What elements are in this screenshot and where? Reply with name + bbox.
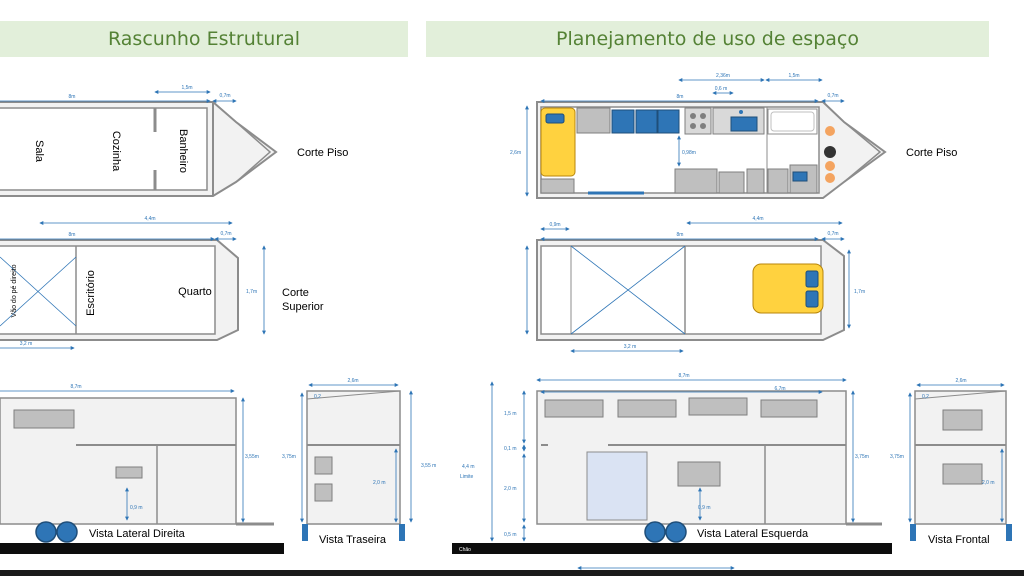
dim-2-0m-rear: 2,0 m: [373, 480, 386, 486]
room-quarto: Quarto: [178, 286, 212, 298]
room-sala: Sala: [33, 140, 45, 163]
dim-6-7m-right-side: 6,7m: [774, 386, 785, 392]
dim-4-4m-limit: 4,4 m: [462, 464, 475, 470]
right-left-side-view: Chão Vista Lateral Esquerda 8,7m 6,7m 3,…: [452, 373, 892, 570]
dim-8m-right-floor: 8m: [677, 94, 684, 100]
dim-0-7m-left-floor: 0,7m: [219, 93, 230, 99]
label-limite: Limite: [460, 474, 474, 480]
dim-0-6m-right-floor: 0,6 m: [715, 86, 728, 92]
dim-3-2m-left-upper: 3,2 m: [20, 341, 33, 347]
panel-title-space-planning-text: Planejamento de uso de espaço: [556, 28, 859, 50]
dim-3-55m-rear: 3,55 m: [421, 463, 436, 469]
dim-8-7m-left-side: 8,7m: [70, 384, 81, 390]
panel-title-structural-text: Rascunho Estrutural: [108, 28, 300, 50]
label-corte-piso-left: Corte Piso: [297, 147, 348, 159]
dim-1-5m-right-side: 1,5 m: [504, 411, 517, 417]
dim-0-7m-right-floor: 0,7m: [827, 93, 838, 99]
dim-2-36m-right-floor: 2,36m: [716, 73, 730, 79]
dim-4-4m-right-upper: 4,4m: [752, 216, 763, 222]
dim-0-7m-right-upper: 0,7m: [827, 231, 838, 237]
left-rear-view: Vista Traseira 2,6m 0,2 3,75m 2,0 m 3,55…: [282, 378, 436, 546]
dim-8-7m-right-side: 8,7m: [678, 373, 689, 379]
dim-2-6m-front: 2,6m: [955, 378, 966, 384]
left-upper-section: Vão do pé direito Escritório Quarto 8m 4…: [0, 216, 324, 350]
dim-3-55m-left-side: 3,55m: [245, 454, 259, 460]
room-banheiro: Banheiro: [177, 129, 189, 173]
bottom-bar: [0, 570, 1024, 576]
dim-0-5m-right-side: 0,5 m: [504, 532, 517, 538]
dim-0-1m-right-side: 0,1 m: [504, 446, 517, 452]
dim-0-2-front: 0,2: [922, 394, 929, 400]
dim-8m-left-floor: 8m: [69, 94, 76, 100]
label-corte-left: Corte: [282, 287, 309, 299]
label-chao: Chão: [459, 547, 471, 553]
dim-3-75m-rear: 3,75m: [282, 454, 296, 460]
right-floor-section: 8m 2,36m 1,5m 0,6 m 0,7m 2,6m 0,98m Cort…: [510, 73, 957, 199]
dim-3-2m-right-upper: 3,2 m: [624, 344, 637, 350]
label-superior-left: Superior: [282, 301, 324, 313]
panel-title-structural: Rascunho Estrutural: [0, 21, 408, 57]
dim-2-6m-right-floor: 2,6m: [510, 150, 521, 156]
dim-1-5m-right-floor: 1,5m: [788, 73, 799, 79]
dim-3-75m-front: 3,75m: [890, 454, 904, 460]
right-front-view: Vista Frontal 2,6m 0,2 3,75m 2,0 m: [890, 378, 1012, 546]
label-corte-piso-right: Corte Piso: [906, 147, 957, 159]
label-vista-lateral-esquerda: Vista Lateral Esquerda: [697, 528, 809, 540]
dim-2-0m-right-side: 2,0 m: [504, 486, 517, 492]
left-right-side-view: Vista Lateral Direita 8,7m 3,55m 0,9 m: [0, 384, 284, 554]
dim-0-9m-right-side: 0,9 m: [698, 505, 711, 511]
dim-0-2-rear: 0,2: [314, 394, 321, 400]
dim-2-0m-front: 2,0 m: [982, 480, 995, 486]
right-upper-section: 8m 0,9m 4,4m 0,7m 1,7m 3,2 m: [525, 216, 865, 353]
dim-4-4m-left-upper: 4,4m: [144, 216, 155, 222]
label-vista-traseira: Vista Traseira: [319, 534, 387, 546]
dim-3-75m-right-side: 3,75m: [855, 454, 869, 460]
room-cozinha: Cozinha: [110, 131, 122, 172]
dim-2-6m-rear: 2,6m: [347, 378, 358, 384]
dim-0-9m-left-side: 0,9 m: [130, 505, 143, 511]
dim-1-7m-left-upper: 1,7m: [246, 289, 257, 295]
dim-8m-right-upper: 8m: [677, 232, 684, 238]
label-vista-frontal: Vista Frontal: [928, 534, 990, 546]
dim-0-98m-right-floor: 0,98m: [682, 150, 696, 156]
dim-1-5m-left-floor: 1,5m: [181, 85, 192, 91]
dim-1-7m-right-upper: 1,7m: [854, 289, 865, 295]
left-floor-section: Sala Cozinha Banheiro 8m 1,5m 0,7m Corte…: [0, 85, 348, 197]
dim-8m-left-upper: 8m: [69, 232, 76, 238]
room-escritorio: Escritório: [85, 270, 97, 316]
dim-0-7m-left-upper: 0,7m: [220, 231, 231, 237]
dim-0-9m-right-upper: 0,9m: [549, 222, 560, 228]
room-vao: Vão do pé direito: [11, 264, 18, 317]
panel-title-space-planning: Planejamento de uso de espaço: [426, 21, 989, 57]
label-vista-lateral-direita: Vista Lateral Direita: [89, 528, 186, 540]
